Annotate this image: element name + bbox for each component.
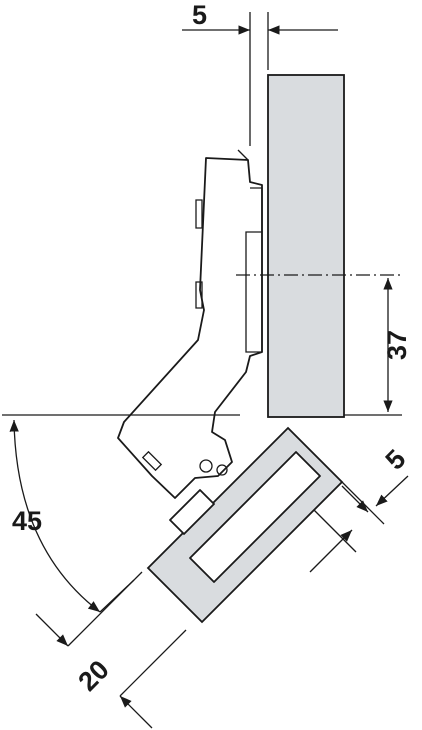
dimension-overlay: 5 xyxy=(182,0,338,35)
cabinet-side-panel xyxy=(267,74,345,418)
dimension-overlay-label: 5 xyxy=(192,0,207,30)
dimension-height-offset: 37 xyxy=(382,278,412,412)
dimension-door-overlay-label: 5 xyxy=(380,444,412,476)
dimension-door-overlay: 5 xyxy=(309,444,412,573)
dimension-door-offset: 20 xyxy=(35,571,187,729)
dimension-height-offset-label: 37 xyxy=(382,330,412,360)
door-panel xyxy=(146,426,344,624)
dimension-opening-angle-label: 45 xyxy=(12,506,42,536)
dimension-door-offset-label: 20 xyxy=(72,654,114,696)
hinge-body xyxy=(117,149,263,535)
dimension-opening-angle: 45 xyxy=(9,419,135,613)
